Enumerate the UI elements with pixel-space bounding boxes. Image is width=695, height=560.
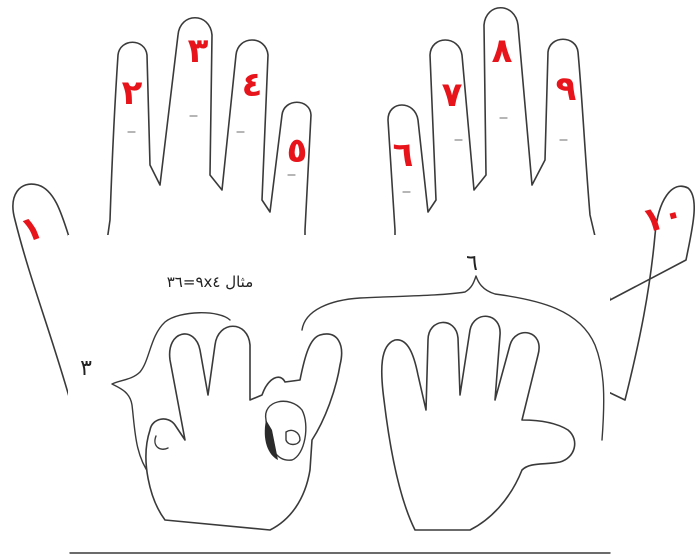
example-panel-background <box>68 235 610 560</box>
finger-number-6: ٦ <box>393 135 414 175</box>
example-panel: مثال ٩x٤=٣٦ ٣ ٦ <box>68 235 610 560</box>
finger-number-2: ٢ <box>122 73 143 113</box>
finger-number-4: ٤ <box>242 65 263 105</box>
finger-number-7: ٧ <box>442 75 463 115</box>
finger-number-3: ٣ <box>188 31 209 71</box>
finger-number-8: ٨ <box>492 31 513 71</box>
finger-number-5: ٥ <box>287 131 308 171</box>
finger-number-9: ٩ <box>556 69 577 109</box>
right-group-count: ٦ <box>466 251 478 276</box>
left-group-count: ٣ <box>80 356 92 381</box>
example-caption: مثال ٩x٤=٣٦ <box>167 273 254 291</box>
